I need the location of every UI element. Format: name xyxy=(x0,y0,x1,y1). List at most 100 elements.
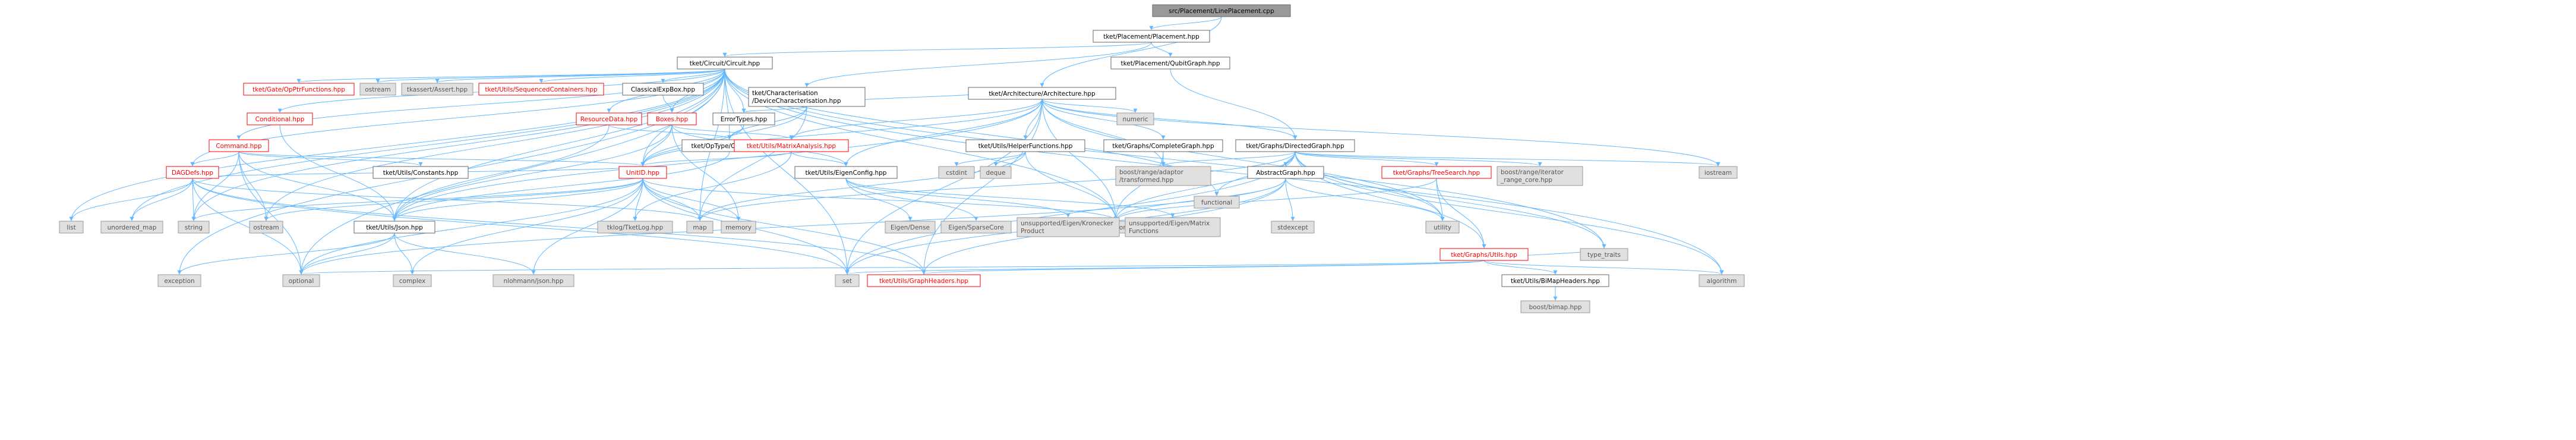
node-json[interactable]: tket/Utils/Json.hpp xyxy=(353,221,435,234)
node-graphsutils-box xyxy=(1439,248,1529,261)
edge-directedgraph-to-boostadaptor xyxy=(1161,151,1296,166)
edge-helperfunc-to-map xyxy=(697,151,1026,221)
node-eigensparse: Eigen/SparseCore xyxy=(940,221,1012,234)
node-graphheaders-box xyxy=(867,274,981,287)
node-tklog-label: tklog/TketLog.hpp xyxy=(607,224,664,231)
edge-placement-to-qubitgraph xyxy=(1151,42,1173,57)
node-helperfunc[interactable]: tket/Utils/HelperFunctions.hpp xyxy=(965,139,1085,152)
node-circuit-box xyxy=(677,56,773,70)
node-qubitgraph[interactable]: tket/Placement/QubitGraph.hpp xyxy=(1110,56,1230,70)
edge-dagdefs-to-set xyxy=(192,178,850,275)
edge-circuit-to-vector xyxy=(724,68,1118,221)
edge-dagdefs-to-unordered_map xyxy=(130,178,193,221)
node-conditional[interactable]: Conditional.hpp xyxy=(247,112,313,125)
node-eigenconfig[interactable]: tket/Utils/EigenConfig.hpp xyxy=(794,166,898,179)
edge-command-to-string xyxy=(191,151,239,221)
edge-dagdefs-to-optional xyxy=(192,178,304,275)
edge-json-to-nlohmann xyxy=(394,232,536,275)
edge-circuit-to-seqcont xyxy=(539,68,725,83)
node-typetraits-label: type_traits xyxy=(1587,252,1621,259)
edge-architecture-to-iostream xyxy=(1041,99,1721,166)
edge-json-to-complex xyxy=(394,232,415,275)
node-ostream_a-label: ostream xyxy=(365,86,390,93)
node-graphsutils[interactable]: tket/Graphs/Utils.hpp xyxy=(1439,248,1529,261)
edge-helperfunc-to-cstdint xyxy=(954,151,1026,166)
node-matrixanalysis[interactable]: tket/Utils/MatrixAnalysis.hpp xyxy=(734,139,849,152)
node-typetraits-box xyxy=(1580,248,1628,261)
node-memory-box xyxy=(721,221,756,234)
node-errortypes[interactable]: ErrorTypes.hpp xyxy=(712,112,775,125)
node-stdexcept: stdexcept xyxy=(1271,221,1315,234)
node-root[interactable]: src/Placement/LinePlacement.cpp xyxy=(1152,4,1291,17)
node-nlohmann: nlohmann/json.hpp xyxy=(493,274,574,287)
node-deque-box xyxy=(980,166,1012,179)
edge-boxes-to-memory xyxy=(671,124,741,221)
edge-treesearch-to-graphsutils xyxy=(1436,178,1486,249)
node-circuit[interactable]: tket/Circuit/Circuit.hpp xyxy=(677,56,773,70)
node-iostream-label: iostream xyxy=(1704,169,1732,177)
node-map-label: map xyxy=(693,224,707,231)
node-directedgraph[interactable]: tket/Graphs/DirectedGraph.hpp xyxy=(1235,139,1355,152)
node-resourcedata-label: ResourceData.hpp xyxy=(580,116,638,123)
node-placement[interactable]: tket/Placement/Placement.hpp xyxy=(1093,30,1210,43)
node-utility: utility xyxy=(1425,221,1460,234)
edge-architecture-to-unitid xyxy=(640,99,1043,166)
node-dagdefs[interactable]: DAGDefs.hpp xyxy=(166,166,219,179)
edge-directedgraph-to-map xyxy=(697,151,1296,221)
node-matrixanalysis-label: tket/Utils/MatrixAnalysis.hpp xyxy=(747,143,836,150)
edge-treesearch-to-utility xyxy=(1436,178,1445,221)
node-command-label: Command.hpp xyxy=(216,143,262,150)
edge-matrixanalysis-to-eigenconfig xyxy=(791,151,848,166)
node-completegraph[interactable]: tket/Graphs/CompleteGraph.hpp xyxy=(1103,139,1223,152)
node-numeric: numeric xyxy=(1116,112,1154,125)
node-matrixanalysis-box xyxy=(734,139,849,152)
node-abstractgraph[interactable]: AbstractGraph.hpp xyxy=(1247,166,1324,179)
node-boostbimap: boost/bimap.hpp xyxy=(1520,300,1590,313)
node-functional-label: functional xyxy=(1201,199,1232,206)
node-resourcedata[interactable]: ResourceData.hpp xyxy=(576,112,642,125)
edge-architecture-to-directedgraph xyxy=(1041,99,1298,140)
node-iostream: iostream xyxy=(1699,166,1738,179)
edge-dagdefs-to-map xyxy=(192,178,702,221)
node-functional: functional xyxy=(1194,196,1240,209)
node-classicalexp[interactable]: ClassicalExpBox.hpp xyxy=(622,83,704,96)
node-stdexcept-label: stdexcept xyxy=(1277,224,1308,231)
node-tklog-box xyxy=(597,221,673,234)
node-algorithm-label: algorithm xyxy=(1707,278,1737,285)
node-deque: deque xyxy=(980,166,1012,179)
node-exception-box xyxy=(157,274,201,287)
node-command[interactable]: Command.hpp xyxy=(209,139,269,152)
node-opptrfunc[interactable]: tket/Gate/OpPtrFunctions.hpp xyxy=(243,83,355,96)
edge-matrixanalysis-to-tklog xyxy=(633,151,792,221)
node-string: string xyxy=(178,221,210,234)
node-constants[interactable]: tket/Utils/Constants.hpp xyxy=(372,166,469,179)
node-iostream-box xyxy=(1699,166,1738,179)
node-architecture-box xyxy=(968,87,1116,100)
node-treesearch[interactable]: tket/Graphs/TreeSearch.hpp xyxy=(1381,166,1492,179)
node-completegraph-box xyxy=(1103,139,1223,152)
edge-treesearch-to-vector xyxy=(1113,178,1437,221)
nodes-layer: src/Placement/LinePlacement.cpp tket/Plac… xyxy=(59,4,1745,313)
edge-classicalexp-to-boxes xyxy=(662,95,674,113)
node-bimapheaders[interactable]: tket/Utils/BiMapHeaders.hpp xyxy=(1501,274,1609,287)
node-architecture[interactable]: tket/Architecture/Architecture.hpp xyxy=(968,87,1116,100)
node-list: list xyxy=(59,221,84,234)
node-memory: memory xyxy=(721,221,756,234)
edge-graphsutils-to-bimapheaders xyxy=(1483,260,1558,275)
node-deque-label: deque xyxy=(986,169,1006,177)
node-boostadaptor-box xyxy=(1115,166,1211,186)
node-boostiterator: boost/range/iterator_range_core.hpp xyxy=(1497,166,1583,186)
edge-qubitgraph-to-directedgraph xyxy=(1170,68,1298,140)
node-unitid[interactable]: UnitID.hpp xyxy=(618,166,667,179)
node-seqcont[interactable]: tket/Utils/SequencedContainers.hpp xyxy=(478,83,604,96)
node-graphheaders[interactable]: tket/Utils/GraphHeaders.hpp xyxy=(867,274,981,287)
node-boxes[interactable]: Boxes.hpp xyxy=(647,112,697,125)
edge-unitid-to-nlohmann xyxy=(531,178,643,275)
edge-helperfunc-to-vector xyxy=(1025,151,1118,221)
node-boostiterator-label: boost/range/iterator_range_core.hpp xyxy=(1500,169,1564,184)
node-abstractgraph-label: AbstractGraph.hpp xyxy=(1256,169,1315,177)
node-devchar[interactable]: tket/Characterisation/DeviceCharacterisa… xyxy=(748,87,866,107)
